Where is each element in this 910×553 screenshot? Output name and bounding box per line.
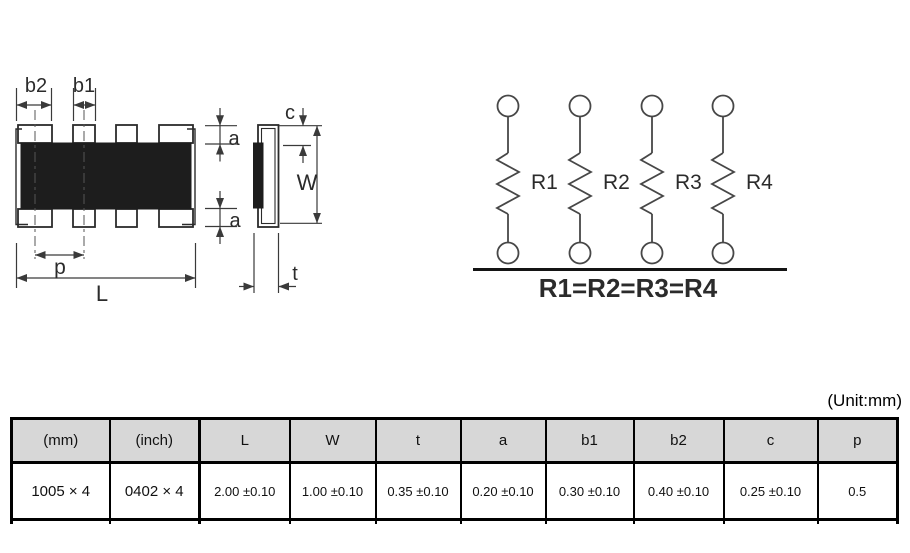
cell-W: 1.00 ±0.10 — [288, 461, 377, 521]
package-side-view — [253, 124, 280, 228]
pad-top-4 — [158, 124, 194, 144]
header-W: W — [288, 417, 377, 464]
terminal-bottom-1 — [496, 241, 520, 265]
resistor-label-4: R4 — [746, 171, 773, 194]
terminal-top-1 — [496, 94, 520, 118]
dim-label-a-top: a — [228, 128, 240, 150]
terminal-bottom-3 — [640, 241, 664, 265]
header-mm: (mm) — [10, 417, 111, 464]
resistor-branch-2 — [567, 94, 593, 265]
package-top-view — [15, 110, 196, 259]
cell-size-mm: 1005 × 4 — [10, 461, 111, 521]
resistor-label-2: R2 — [603, 171, 630, 194]
package-body — [20, 142, 192, 210]
cell-p: 0.5 — [816, 461, 899, 521]
header-t: t — [374, 417, 462, 464]
terminal-bottom-4 — [711, 241, 735, 265]
side-view-dimensions — [239, 108, 322, 293]
cell-L: 2.00 ±0.10 — [198, 461, 291, 521]
cell-a: 0.20 ±0.10 — [459, 461, 547, 521]
dim-label-L: L — [96, 281, 108, 306]
dim-label-c: c — [285, 102, 295, 124]
resistor-label-1: R1 — [531, 171, 558, 194]
header-c: c — [722, 417, 819, 464]
dim-label-a-bottom: a — [229, 210, 241, 232]
resistor-label-3: R3 — [675, 171, 702, 194]
dim-label-b1: b1 — [73, 75, 95, 97]
resistor-symbol-2 — [567, 152, 593, 215]
resistor-symbol-1 — [495, 152, 521, 215]
cell-b2: 0.40 ±0.10 — [632, 461, 725, 521]
side-electrode — [253, 142, 264, 209]
cell-t: 0.35 ±0.10 — [374, 461, 462, 521]
dim-label-p: p — [54, 256, 66, 279]
terminal-top-4 — [711, 94, 735, 118]
resistor-symbol-4 — [710, 152, 736, 215]
dim-label-W: W — [297, 170, 318, 195]
pad-bottom-3 — [115, 208, 138, 228]
terminal-top-3 — [640, 94, 664, 118]
pad-top-3 — [115, 124, 138, 144]
resistor-branch-1 — [495, 94, 521, 265]
resistor-branch-4 — [710, 94, 736, 265]
resistor-branch-3 — [639, 94, 665, 265]
dimension-table: (mm) (inch) L W t a b1 b2 c p 1005 × 4 0… — [10, 417, 899, 524]
header-b1: b1 — [544, 417, 635, 464]
header-L: L — [198, 417, 291, 464]
header-p: p — [816, 417, 899, 464]
table-header-row: (mm) (inch) L W t a b1 b2 c p — [10, 417, 899, 464]
cell-size-inch: 0402 × 4 — [108, 461, 201, 521]
end-termination-left — [15, 128, 28, 226]
unit-note: (Unit:mm) — [827, 391, 902, 410]
terminal-top-2 — [568, 94, 592, 118]
cell-c: 0.25 ±0.10 — [722, 461, 819, 521]
resistor-symbol-3 — [639, 152, 665, 215]
top-view-dimensions — [15, 88, 237, 288]
resistor-schematic — [473, 94, 787, 271]
cropped-next-row — [10, 518, 899, 524]
terminal-bottom-2 — [568, 241, 592, 265]
header-inch: (inch) — [108, 417, 201, 464]
table-data-row: 1005 × 4 0402 × 4 2.00 ±0.10 1.00 ±0.10 … — [10, 461, 899, 521]
header-a: a — [459, 417, 547, 464]
dim-label-t: t — [292, 263, 298, 285]
dim-label-b2: b2 — [25, 75, 47, 97]
cell-b1: 0.30 ±0.10 — [544, 461, 635, 521]
schematic-caption: R1=R2=R3=R4 — [539, 273, 718, 303]
end-termination-right — [182, 128, 196, 226]
header-b2: b2 — [632, 417, 725, 464]
